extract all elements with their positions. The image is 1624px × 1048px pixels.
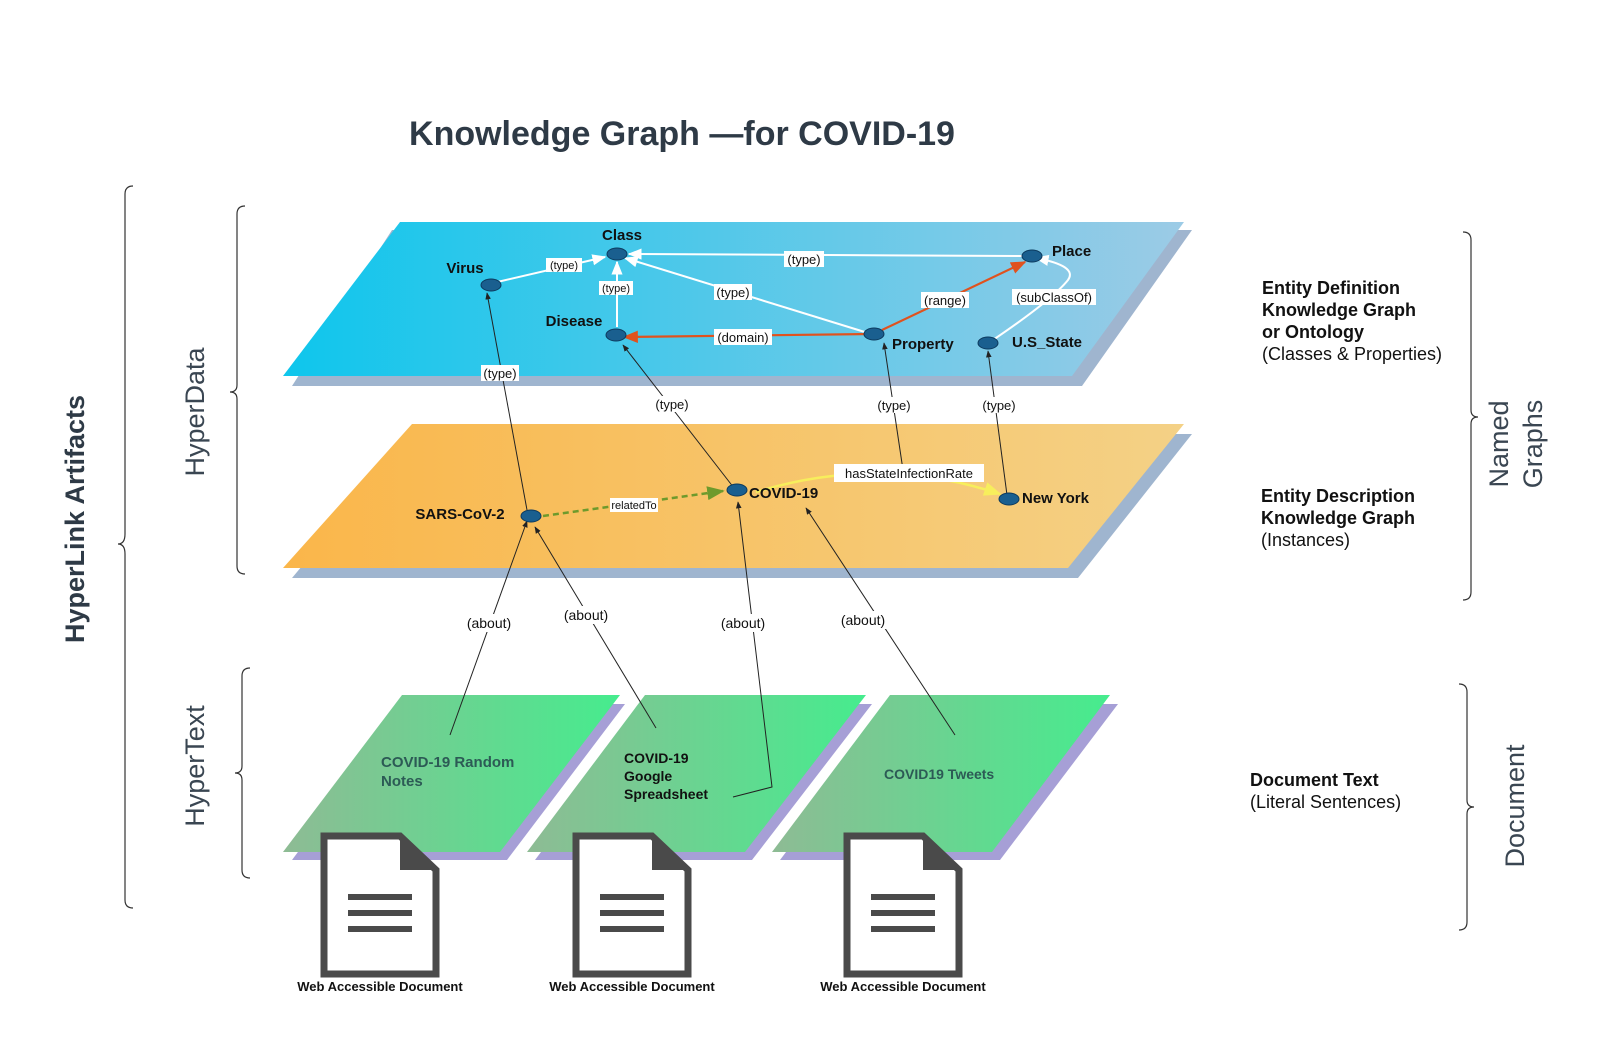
svg-text:(type): (type)	[982, 398, 1015, 413]
edge-label-about-1: (about)	[462, 614, 516, 632]
edge-label-virus-class: (type)	[546, 258, 582, 272]
node-disease[interactable]: Disease	[546, 313, 627, 342]
edge-label-domain: (domain)	[714, 329, 772, 345]
documents-description: Document Text (Literal Sentences)	[1250, 770, 1401, 812]
edge-subclassof	[992, 254, 1071, 341]
hyperdata-label: HyperData	[180, 346, 210, 476]
hyperlink-bracket	[117, 185, 134, 909]
svg-text:Virus: Virus	[446, 260, 483, 277]
node-virus[interactable]: Virus	[446, 260, 502, 292]
svg-text:(about): (about)	[467, 615, 511, 631]
web-doc-label-2: Web Accessible Document	[549, 979, 715, 994]
edge-label-sars-virus: (type)	[481, 365, 519, 381]
svg-text:U.S_State: U.S_State	[1012, 334, 1082, 351]
svg-text:hasStateInfectionRate: hasStateInfectionRate	[845, 466, 973, 481]
svg-text:(about): (about)	[721, 615, 765, 631]
svg-text:(type): (type)	[550, 260, 578, 272]
svg-text:(type): (type)	[602, 283, 630, 295]
edge-label-about-2: (about)	[559, 606, 613, 624]
svg-text:SARS-CoV-2: SARS-CoV-2	[415, 506, 504, 523]
svg-text:COVID-19: COVID-19	[749, 485, 818, 502]
edge-covid-disease	[622, 344, 735, 489]
hypertext-bracket	[234, 667, 251, 879]
edge-newyork-state	[986, 350, 1008, 496]
doc1-label: COVID-19 Random Notes	[381, 754, 519, 790]
node-class[interactable]: Class	[602, 227, 642, 261]
edge-label-related: relatedTo	[610, 498, 658, 512]
edge-place-class	[627, 248, 1026, 260]
node-us-state[interactable]: U.S_State	[977, 334, 1082, 351]
node-new-york[interactable]: New York	[998, 490, 1090, 507]
svg-text:Disease: Disease	[546, 313, 603, 330]
svg-text:(type): (type)	[655, 397, 688, 412]
node-covid-19[interactable]: COVID-19	[726, 483, 818, 502]
edge-label-infection-property: (type)	[875, 397, 913, 413]
document-label: Document	[1500, 744, 1530, 868]
web-doc-label-1: Web Accessible Document	[297, 979, 463, 994]
doc-layer-3	[772, 695, 1110, 852]
web-doc-label-3: Web Accessible Document	[820, 979, 986, 994]
hyperdata-bracket	[229, 205, 246, 575]
node-property[interactable]: Property	[863, 327, 954, 353]
svg-text:New York: New York	[1022, 490, 1090, 507]
svg-text:Class: Class	[602, 227, 642, 244]
svg-text:(subClassOf): (subClassOf)	[1016, 290, 1092, 305]
node-sars-cov-2[interactable]: SARS-CoV-2	[415, 506, 542, 523]
svg-text:relatedTo: relatedTo	[611, 500, 656, 512]
edge-sars-virus	[485, 292, 528, 511]
hyperlink-artifacts-label: HyperLink Artifacts	[60, 395, 90, 643]
edge-label-range: (range)	[921, 292, 969, 308]
edge-label-disease-class: (type)	[599, 281, 633, 295]
svg-text:(about): (about)	[564, 607, 608, 623]
named-graphs-label-1: Named	[1484, 400, 1514, 487]
svg-text:(type): (type)	[483, 366, 516, 381]
named-graphs-label-2: Graphs	[1518, 400, 1548, 489]
edge-label-newyork-state: (type)	[980, 397, 1018, 413]
edge-label-about-3: (about)	[716, 614, 770, 632]
doc-layer-1	[283, 695, 620, 852]
svg-text:(range): (range)	[924, 293, 966, 308]
document-icon	[572, 832, 692, 978]
hypertext-label: HyperText	[180, 705, 210, 827]
edge-label-place-class: (type)	[784, 251, 824, 267]
edge-about-3	[732, 501, 773, 798]
edge-label-about-4: (about)	[836, 611, 890, 629]
instances-description: Entity Description Knowledge Graph (Inst…	[1261, 486, 1419, 550]
doc-layer-2	[527, 695, 866, 852]
doc3-label: COVID19 Tweets	[884, 766, 994, 782]
node-place[interactable]: Place	[1021, 243, 1091, 263]
svg-text:Place: Place	[1052, 243, 1091, 260]
document-bracket	[1458, 683, 1475, 931]
page-title: Knowledge Graph —for COVID-19	[409, 115, 955, 153]
document-icon	[843, 832, 963, 978]
edge-label-infection: hasStateInfectionRate	[834, 464, 984, 482]
svg-text:Property: Property	[892, 336, 954, 353]
document-icon	[320, 832, 440, 978]
svg-text:(domain): (domain)	[717, 330, 768, 345]
edge-about-2	[534, 526, 657, 729]
named-graphs-bracket	[1462, 231, 1479, 601]
doc2-label: COVID-19 Google Spreadsheet	[624, 750, 708, 802]
ontology-description: Entity Definition Knowledge Graph or Ont…	[1262, 278, 1442, 364]
edge-label-subclassof: (subClassOf)	[1012, 289, 1096, 305]
edge-label-covid-disease: (type)	[653, 396, 691, 412]
svg-text:(type): (type)	[877, 398, 910, 413]
svg-text:(type): (type)	[787, 252, 820, 267]
svg-text:(about): (about)	[841, 612, 885, 628]
svg-text:(type): (type)	[716, 285, 749, 300]
edge-label-property-class: (type)	[714, 284, 752, 300]
